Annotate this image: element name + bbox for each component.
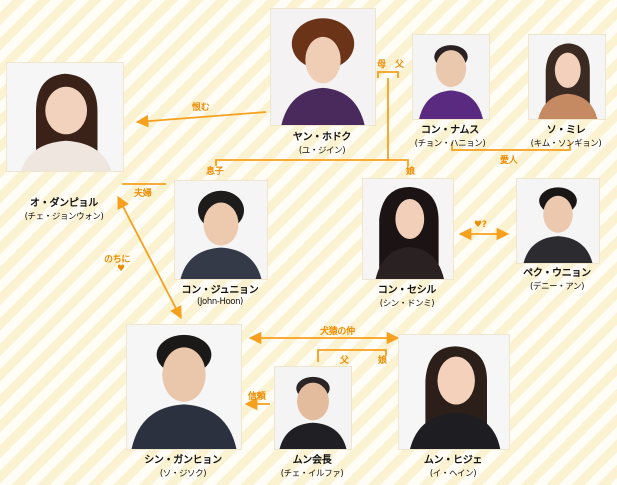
photo-kong-junhyon bbox=[174, 180, 268, 280]
actor-name: (ユ・ジイン) bbox=[298, 146, 346, 156]
man-portrait-icon bbox=[175, 181, 267, 279]
line-children bbox=[215, 159, 409, 166]
line-parents bbox=[377, 71, 399, 78]
rel-label-mother: 母 bbox=[377, 60, 386, 70]
man-portrait-icon bbox=[275, 367, 351, 449]
woman-portrait-icon bbox=[7, 63, 123, 171]
woman-portrait-icon bbox=[363, 179, 453, 279]
person-label-kong-namsu: コン・ナムス (チョン・ハニョン) bbox=[400, 121, 500, 149]
actor-name: (デニー・アン) bbox=[529, 282, 585, 292]
photo-so-mirae bbox=[528, 34, 606, 120]
man-portrait-icon bbox=[517, 179, 599, 263]
line-father-daughter bbox=[317, 349, 387, 362]
woman-portrait-icon bbox=[529, 35, 605, 119]
man-portrait-icon bbox=[127, 325, 241, 449]
person-label-yang: ヤン・ホドク (ユ・ジイン) bbox=[262, 128, 382, 156]
person-label-shin: シン・ガンヒョン (ソ・ジソク) bbox=[123, 451, 243, 479]
person-label-baek: ペク・ウニョン (デニー・アン) bbox=[500, 264, 614, 292]
person-label-mun-hije: ムン・ヒジェ (イ・ヘイン) bbox=[396, 451, 510, 479]
person-label-mun-kaicho: ムン会長 (チェ・イルファ) bbox=[262, 451, 362, 479]
rel-label-heart: ♥ bbox=[117, 264, 125, 274]
actor-name: (シン・ドンミ) bbox=[379, 299, 435, 309]
photo-baek bbox=[516, 178, 600, 264]
person-name: コン・セシル bbox=[377, 285, 437, 296]
actor-name: (キム・ソンギョン) bbox=[530, 139, 602, 149]
actor-name: (イ・ヘイン) bbox=[429, 469, 477, 479]
person-name: ムン・ヒジェ bbox=[423, 455, 483, 466]
photo-oh bbox=[6, 62, 124, 172]
woman-portrait-icon bbox=[271, 9, 375, 125]
rel-label-shinrai: 信頼 bbox=[248, 392, 266, 402]
rel-label-musume2: 娘 bbox=[378, 356, 387, 366]
actor-name: (ソ・ジソク) bbox=[159, 469, 207, 479]
person-label-so-mirae: ソ・ミレ (キム・ソンギョン) bbox=[516, 121, 616, 149]
photo-kong-namsu bbox=[412, 34, 490, 120]
actor-name: (チェ・イルファ) bbox=[280, 469, 344, 479]
photo-mun-kaicho bbox=[274, 366, 352, 450]
person-name: ソ・ミレ bbox=[546, 125, 586, 136]
rel-label-father: 父 bbox=[395, 60, 404, 70]
rel-label-nochini: のちに bbox=[104, 255, 131, 265]
photo-kong-sesil bbox=[362, 178, 454, 280]
actor-name: (チェ・ジョンウォン) bbox=[24, 212, 104, 222]
person-name: ヤン・ホドク bbox=[292, 132, 352, 143]
rel-label-musume: 娘 bbox=[406, 167, 415, 177]
actor-name: (John-Hoon) bbox=[197, 297, 243, 307]
rel-label-urami: 恨む bbox=[192, 103, 210, 113]
person-name: オ・ダンピョル bbox=[30, 198, 98, 209]
person-label-kong-junhyon: コン・ジュニョン (John-Hoon) bbox=[160, 281, 280, 307]
rel-label-father2: 父 bbox=[340, 356, 349, 366]
photo-yang bbox=[270, 8, 376, 126]
person-name: コン・ジュニョン bbox=[181, 285, 259, 296]
person-name: コン・ナムス bbox=[421, 125, 479, 136]
line-urami bbox=[135, 111, 267, 128]
rel-label-musuko: 息子 bbox=[206, 167, 224, 177]
photo-shin bbox=[126, 324, 242, 450]
person-label-kong-sesil: コン・セシル (シン・ドンミ) bbox=[347, 281, 467, 309]
rel-label-heart-q: ♥? bbox=[474, 220, 487, 230]
woman-portrait-icon bbox=[399, 335, 509, 449]
person-name: ペク・ウニョン bbox=[523, 268, 591, 279]
rel-label-fufu: 夫婦 bbox=[134, 189, 152, 199]
line-nochini bbox=[117, 195, 182, 320]
rel-label-aijin: 愛人 bbox=[500, 156, 518, 166]
line-aijin bbox=[451, 142, 571, 151]
person-name: ムン会長 bbox=[292, 455, 332, 466]
person-label-oh: オ・ダンピョル (チェ・ジョンウォン) bbox=[4, 194, 124, 222]
actor-name: (チョン・ハニョン) bbox=[414, 139, 486, 149]
man-portrait-icon bbox=[413, 35, 489, 119]
person-name: シン・ガンヒョン bbox=[144, 455, 222, 466]
photo-mun-hije bbox=[398, 334, 510, 450]
rel-label-kenen: 犬猿の仲 bbox=[320, 327, 355, 337]
